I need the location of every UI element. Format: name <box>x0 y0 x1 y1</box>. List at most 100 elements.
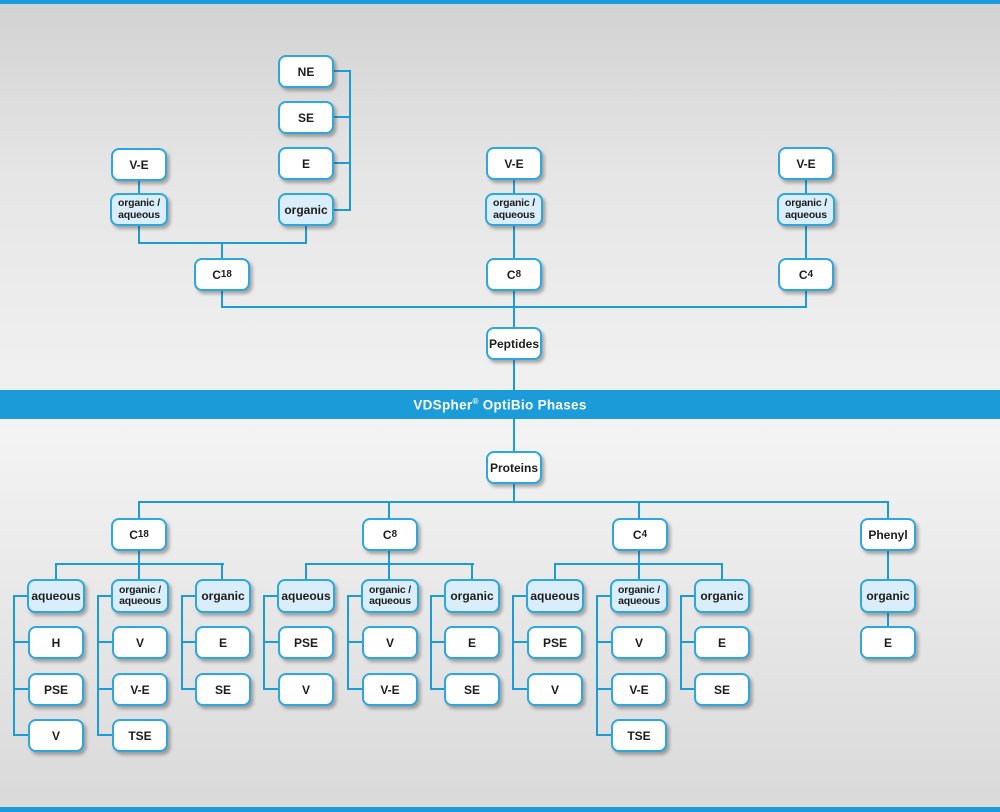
connector-line <box>138 563 140 579</box>
node-peptides-c18-organic-type-se: SE <box>278 101 334 134</box>
connector-line <box>97 641 112 643</box>
node-proteins-c8-organic-e: E <box>444 626 500 659</box>
node-peptides-c8-organic-aqueous: organic /aqueous <box>485 193 543 226</box>
node-proteins-c8-aqueous-pse: PSE <box>278 626 334 659</box>
node-proteins-c8-organic: organic <box>444 579 500 613</box>
node-proteins-c4-organic-se: SE <box>694 673 750 706</box>
connector-line <box>97 734 112 736</box>
connector-line <box>138 180 140 194</box>
node-peptides-c18-organic-aqueous: organic /aqueous <box>110 193 168 226</box>
node-proteins: Proteins <box>486 451 542 484</box>
connector-line <box>596 595 611 597</box>
node-proteins-c8-orgaq-v: V <box>362 626 418 659</box>
connector-line <box>805 226 807 258</box>
node-proteins-c8-aqueous: aqueous <box>277 579 335 613</box>
connector-line <box>513 180 515 194</box>
connector-line <box>221 291 223 308</box>
connector-line <box>221 242 223 258</box>
connector-line <box>138 226 140 244</box>
connector-line <box>263 641 278 643</box>
connector-line <box>513 291 515 327</box>
connector-line <box>138 501 140 518</box>
connector-line <box>55 563 57 579</box>
node-proteins-c18-orgaq-v: V <box>112 626 168 659</box>
connector-line <box>887 501 889 518</box>
connector-line <box>388 563 390 579</box>
connector-line <box>513 226 515 258</box>
connector-line <box>97 688 112 690</box>
connector-line <box>430 595 444 597</box>
top-accent-bar <box>0 0 1000 4</box>
node-peptides-c4-organic-aqueous: organic /aqueous <box>777 193 835 226</box>
node-proteins-phenyl-organic-e: E <box>860 626 916 659</box>
connector-line <box>805 291 807 308</box>
node-proteins-c18-aqueous-v: V <box>28 719 84 752</box>
connector-line <box>97 595 112 597</box>
node-proteins-c18-orgaq-ve: V-E <box>112 673 168 706</box>
connector-line <box>513 360 515 390</box>
connector-line <box>13 688 28 690</box>
connector-line <box>13 734 28 736</box>
connector-line <box>347 595 362 597</box>
connector-line <box>333 162 350 164</box>
node-proteins-c4-orgaq-tse: TSE <box>611 719 667 752</box>
connector-line <box>138 551 140 564</box>
node-proteins-c18-organic-aqueous: organic /aqueous <box>111 579 169 613</box>
connector-line <box>221 306 807 308</box>
node-proteins-c4-organic-aqueous: organic /aqueous <box>610 579 668 613</box>
connector-line <box>181 641 195 643</box>
connector-line <box>305 226 307 244</box>
connector-line <box>181 595 195 597</box>
node-proteins-c4-aqueous-pse: PSE <box>527 626 583 659</box>
node-peptides-c18-organic-type-e: E <box>278 147 334 180</box>
connector-line <box>513 484 515 502</box>
banner-title: VDSpher® OptiBio Phases <box>413 396 587 413</box>
connector-line <box>638 501 640 518</box>
node-proteins-c4-orgaq-ve: V-E <box>611 673 667 706</box>
connector-line <box>13 641 28 643</box>
banner-vdspher-optibio-phases: VDSpher® OptiBio Phases <box>0 390 1000 419</box>
connector-line <box>388 501 390 518</box>
connector-line <box>263 688 278 690</box>
connector-line <box>347 688 362 690</box>
connector-line <box>680 641 694 643</box>
connector-line <box>596 688 611 690</box>
connector-line <box>138 501 889 503</box>
node-proteins-c4-organic-e: E <box>694 626 750 659</box>
node-peptides: Peptides <box>486 327 542 360</box>
connector-line <box>333 70 350 72</box>
connector-line <box>388 551 390 564</box>
node-proteins-c8-organic-se: SE <box>444 673 500 706</box>
connector-line <box>347 641 362 643</box>
connector-line <box>512 641 527 643</box>
node-proteins-c4-organic: organic <box>694 579 750 613</box>
connector-line <box>97 595 99 736</box>
connector-line <box>333 116 350 118</box>
node-proteins-c18-aqueous-pse: PSE <box>28 673 84 706</box>
node-peptides-c18-organic: organic <box>278 193 334 226</box>
connector-line <box>471 563 473 579</box>
connector-line <box>513 419 515 451</box>
node-peptides-c18-ve: V-E <box>111 148 167 181</box>
node-proteins-c18-aqueous-h: H <box>28 626 84 659</box>
node-proteins-c8-organic-aqueous: organic /aqueous <box>361 579 419 613</box>
node-proteins-c18-organic-se: SE <box>195 673 251 706</box>
connector-line <box>680 688 694 690</box>
connector-line <box>334 209 350 211</box>
node-peptides-c18-organic-type-ne: NE <box>278 55 334 88</box>
node-proteins-phenyl-organic: organic <box>860 579 916 613</box>
connector-line <box>13 595 28 597</box>
node-proteins-c4-aqueous: aqueous <box>526 579 584 613</box>
connector-line <box>805 180 807 194</box>
connector-line <box>554 563 556 579</box>
connector-line <box>430 688 444 690</box>
connector-line <box>512 595 527 597</box>
connector-line <box>596 595 598 736</box>
connector-line <box>887 613 889 626</box>
connector-line <box>638 551 640 564</box>
connector-line <box>263 595 278 597</box>
